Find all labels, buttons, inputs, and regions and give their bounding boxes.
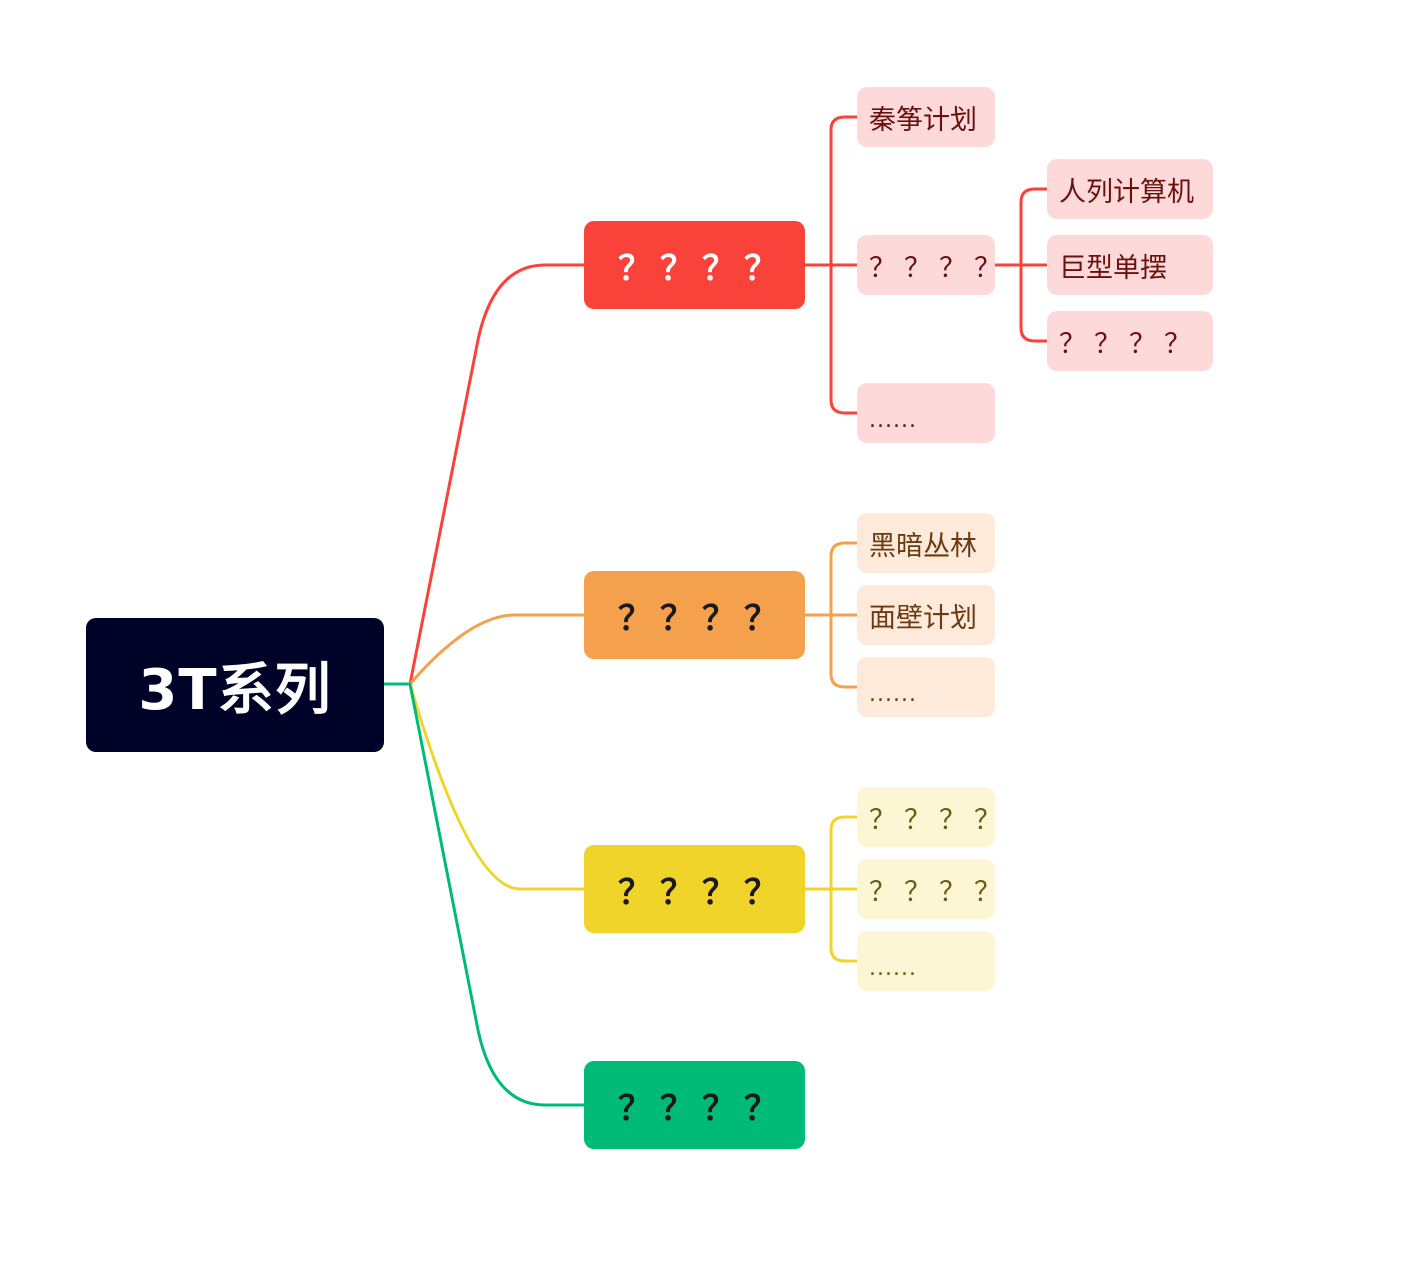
branch-node-2[interactable]: ？？？？ (584, 571, 805, 659)
leaf-node[interactable]: 面壁计划 (857, 585, 995, 645)
root-node[interactable]: 3T系列 (86, 618, 384, 752)
leaf-node[interactable]: ？？？？ (857, 859, 1001, 919)
subleaf-node[interactable]: ？？？？ (1047, 311, 1213, 371)
connector-branch-3 (408, 682, 586, 891)
connector-branch-1 (408, 263, 586, 686)
leaf-node[interactable]: 黑暗丛林 (857, 513, 995, 573)
connector-red-grandchildren (993, 187, 1049, 343)
connector-orange-children (803, 541, 859, 689)
leaf-node[interactable]: ...... (857, 383, 995, 443)
connector-branch-4 (408, 682, 586, 1107)
leaf-node[interactable]: ...... (857, 931, 995, 991)
branch-node-3[interactable]: ？？？？ (584, 845, 805, 933)
leaf-node[interactable]: ？？？？ (857, 787, 1001, 847)
connector-yellow-children (803, 815, 859, 963)
connector-branch-2 (408, 613, 586, 686)
subleaf-node[interactable]: 巨型单摆 (1047, 235, 1213, 295)
subleaf-node[interactable]: 人列计算机 (1047, 159, 1213, 219)
leaf-node[interactable]: 秦筝计划 (857, 87, 995, 147)
branch-node-4[interactable]: ？？？？ (584, 1061, 805, 1149)
leaf-node[interactable]: ？？？？ (857, 235, 1001, 295)
connector-red-children (803, 115, 859, 415)
branch-node-1[interactable]: ？？？？ (584, 221, 805, 309)
leaf-node[interactable]: ...... (857, 657, 995, 717)
